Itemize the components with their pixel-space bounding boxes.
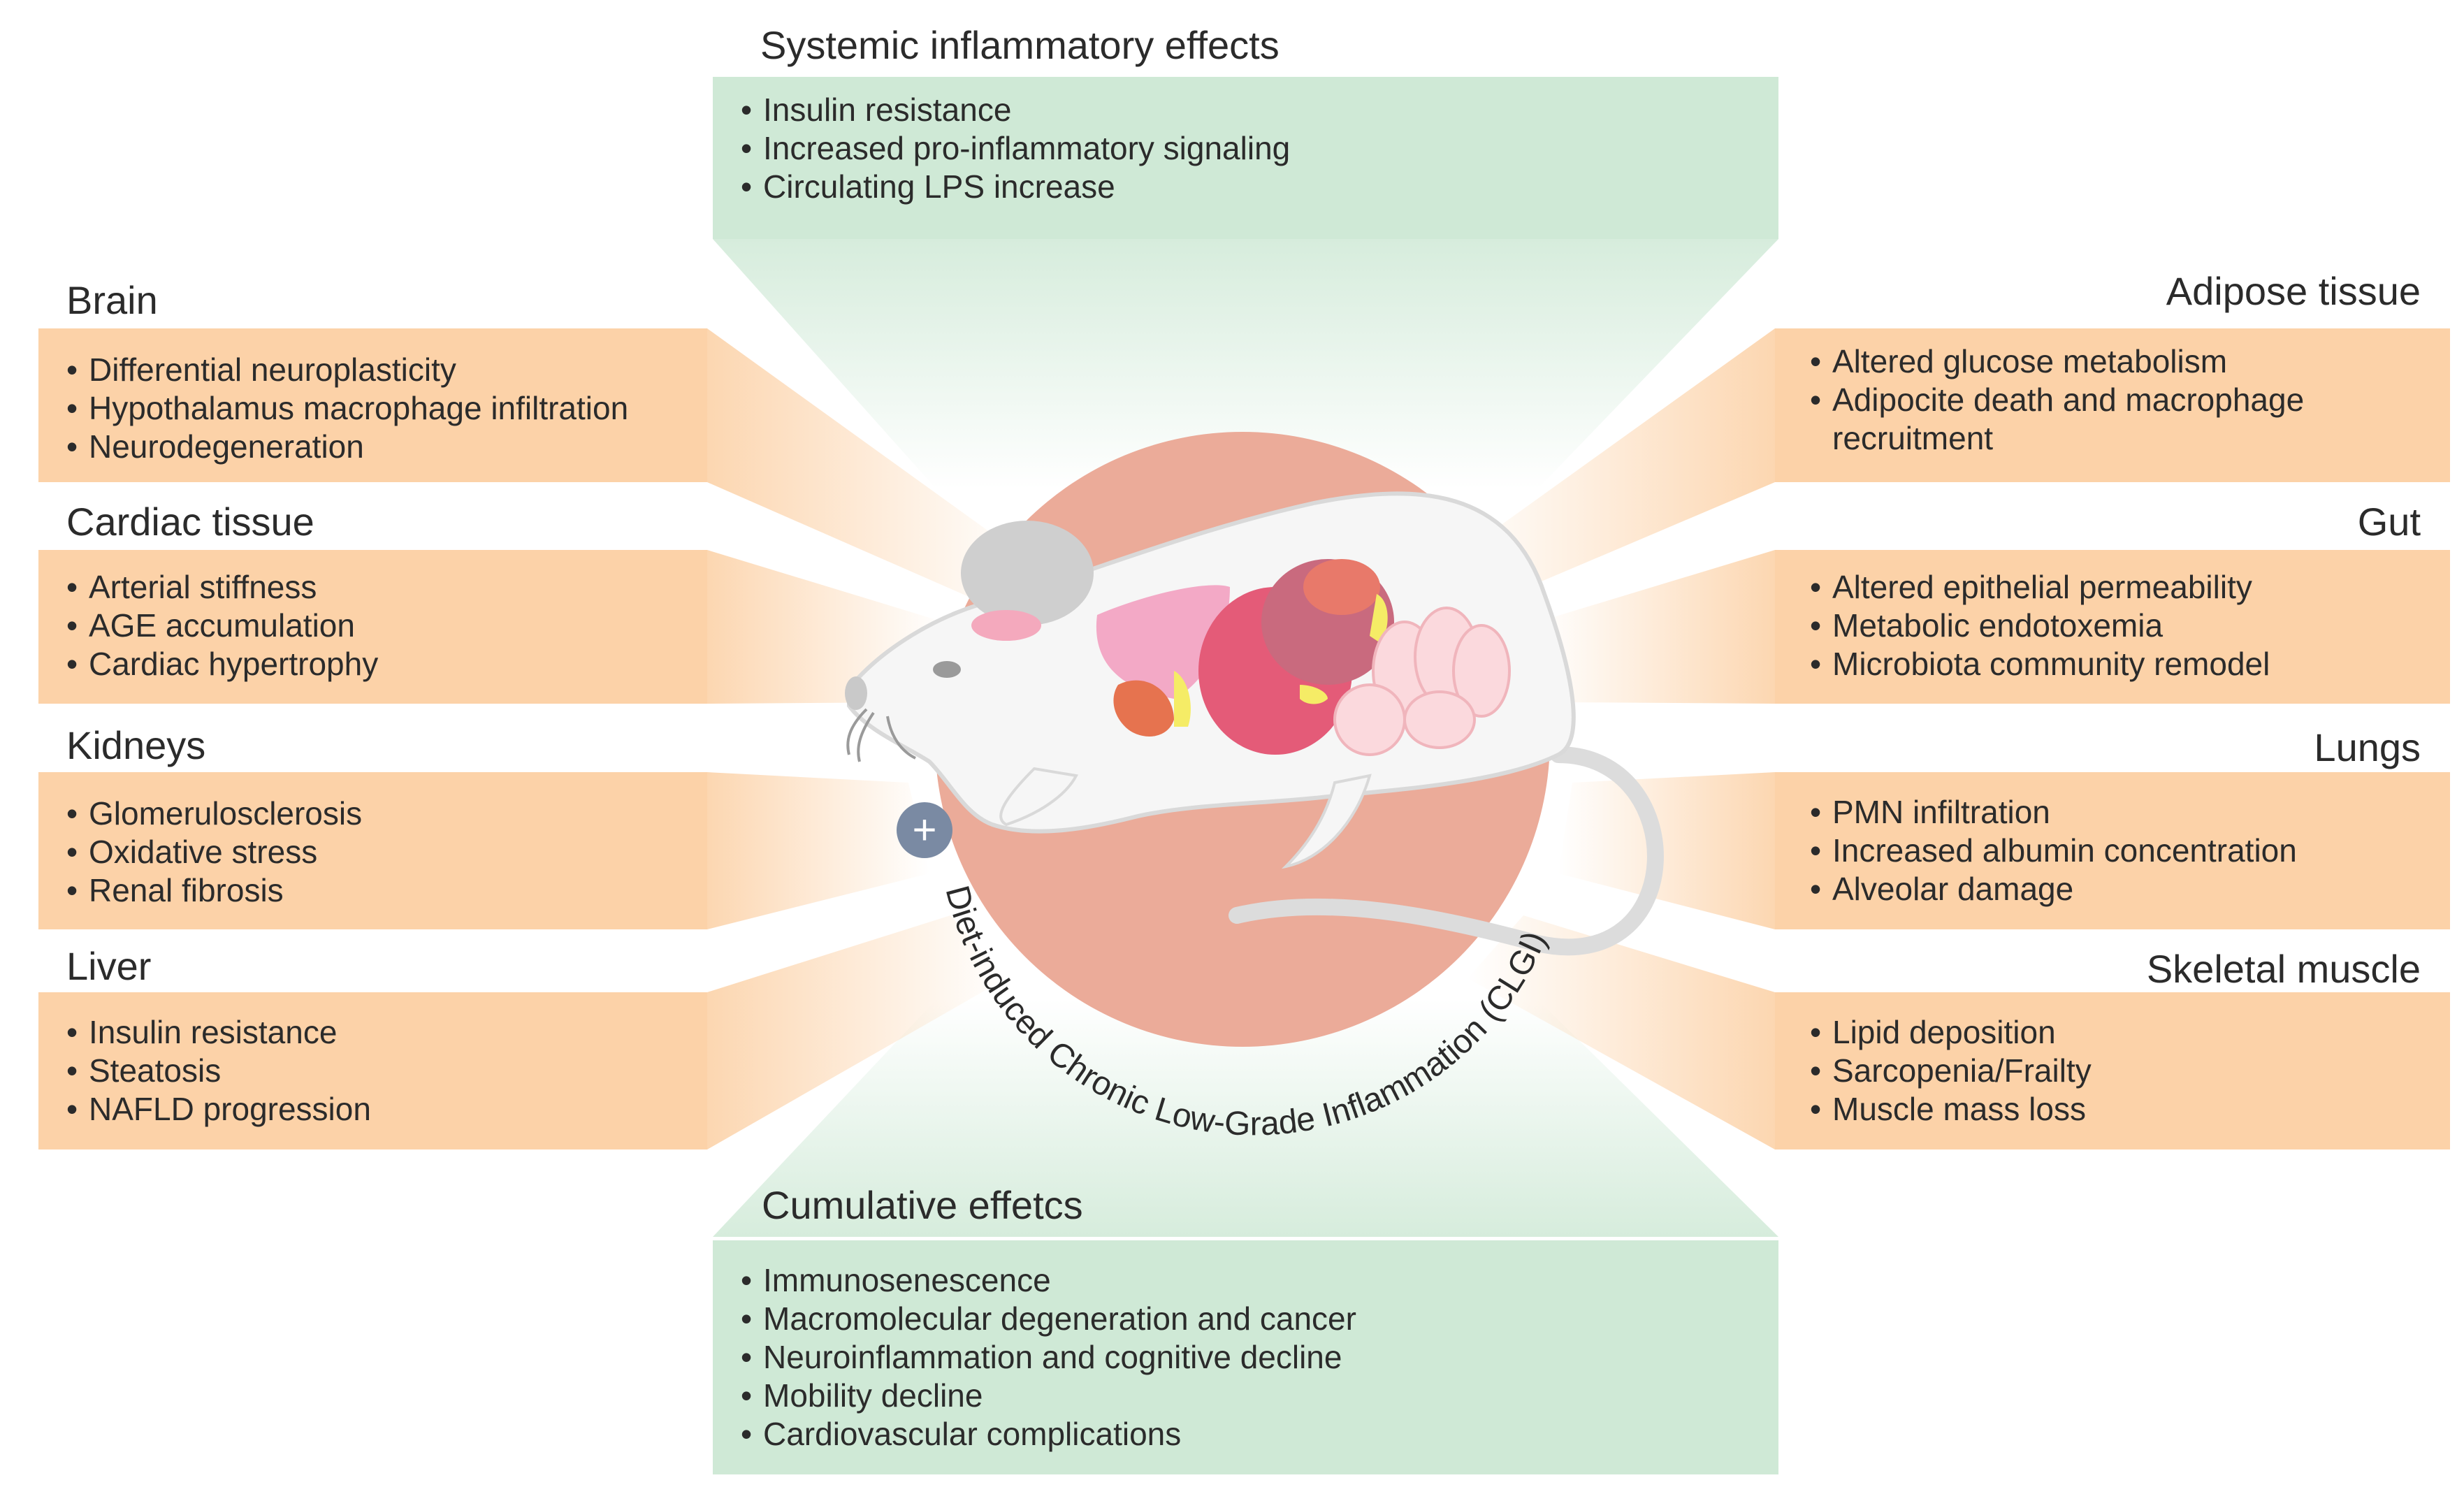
organ-intestines bbox=[1333, 607, 1511, 756]
lungs-item: PMN infiltration bbox=[1810, 793, 2415, 832]
brain-item: Differential neuroplasticity bbox=[66, 351, 679, 389]
brain-item: Hypothalamus macrophage infiltration bbox=[66, 389, 679, 428]
organ-kidney bbox=[1113, 680, 1174, 737]
liver-box: Insulin resistance Steatosis NAFLD progr… bbox=[38, 992, 707, 1149]
cumulative-item: Macromolecular degeneration and cancer bbox=[741, 1300, 1751, 1338]
ray-kidneys bbox=[707, 772, 929, 929]
adipose-item: Adipocite death and macrophage recruitme… bbox=[1810, 381, 2377, 458]
mouse-front-leg bbox=[999, 767, 1079, 827]
mouse-eye bbox=[933, 661, 961, 678]
cumulative-item: Neuroinflammation and cognitive decline bbox=[741, 1338, 1751, 1377]
organ-fat-1 bbox=[1174, 671, 1191, 727]
skeletal-title: Skeletal muscle bbox=[2146, 947, 2421, 991]
kidneys-item: Glomerulosclerosis bbox=[66, 795, 679, 833]
ray-lungs bbox=[1558, 772, 1775, 929]
lungs-box: PMN infiltration Increased albumin conce… bbox=[1775, 772, 2450, 929]
mouse-ear bbox=[961, 521, 1094, 625]
ray-cumulative bbox=[713, 999, 1778, 1237]
organ-fat-2 bbox=[1300, 685, 1328, 704]
gut-item: Metabolic endotoxemia bbox=[1810, 607, 2415, 645]
gut-item: Altered epithelial permeability bbox=[1810, 568, 2415, 607]
kidneys-box: Glomerulosclerosis Oxidative stress Rena… bbox=[38, 772, 707, 929]
mouse-inner-ear bbox=[971, 610, 1041, 641]
systemic-title: Systemic inflammatory effects bbox=[760, 23, 1280, 67]
cumulative-title: Cumulative effetcs bbox=[762, 1183, 1083, 1227]
kidneys-item: Oxidative stress bbox=[66, 833, 679, 871]
gut-title: Gut bbox=[2357, 500, 2421, 544]
mouse-nose bbox=[845, 676, 867, 710]
kidneys-item: Renal fibrosis bbox=[66, 871, 679, 910]
ray-liver bbox=[707, 915, 1006, 1149]
cardiac-item: Cardiac hypertrophy bbox=[66, 645, 679, 683]
cardiac-title: Cardiac tissue bbox=[66, 500, 314, 544]
skeletal-item: Lipid deposition bbox=[1810, 1013, 2415, 1052]
mouse-tail bbox=[1229, 746, 1664, 956]
cardiac-item: AGE accumulation bbox=[66, 607, 679, 645]
ray-adipose bbox=[1454, 328, 1775, 601]
cardiac-box: Arterial stiffness AGE accumulation Card… bbox=[38, 550, 707, 704]
cumulative-item: Cardiovascular complications bbox=[741, 1415, 1751, 1453]
ray-brain bbox=[707, 328, 1027, 601]
liver-title: Liver bbox=[66, 944, 152, 988]
adipose-title: Adipose tissue bbox=[2166, 269, 2421, 313]
cardiac-item: Arterial stiffness bbox=[66, 568, 679, 607]
gut-box: Altered epithelial permeability Metaboli… bbox=[1775, 550, 2450, 704]
skeletal-box: Lipid deposition Sarcopenia/Frailty Musc… bbox=[1775, 992, 2450, 1149]
brain-title: Brain bbox=[66, 278, 158, 322]
cumulative-box: Immunosenescence Macromolecular degenera… bbox=[713, 1240, 1778, 1474]
brain-item: Neurodegeneration bbox=[66, 428, 679, 466]
systemic-box: Insulin resistance Increased pro-inflamm… bbox=[713, 77, 1778, 239]
ray-skeletal bbox=[1467, 915, 1775, 1149]
skeletal-item: Muscle mass loss bbox=[1810, 1090, 2415, 1129]
mouse-hind-leg bbox=[1281, 774, 1372, 869]
gut-item: Microbiota community remodel bbox=[1810, 645, 2415, 683]
lungs-item: Alveolar damage bbox=[1810, 870, 2415, 908]
organ-lungs bbox=[1096, 585, 1230, 699]
systemic-item: Insulin resistance bbox=[741, 91, 1751, 129]
mouse-whiskers bbox=[846, 708, 916, 762]
ray-gut bbox=[1537, 550, 1775, 704]
ray-systemic bbox=[713, 239, 1778, 489]
cumulative-item: Immunosenescence bbox=[741, 1261, 1751, 1300]
expand-plus-button[interactable]: + bbox=[897, 802, 952, 858]
organ-stomach bbox=[1303, 559, 1380, 615]
liver-item: NAFLD progression bbox=[66, 1090, 679, 1129]
brain-box: Differential neuroplasticity Hypothalamu… bbox=[38, 328, 707, 482]
skeletal-item: Sarcopenia/Frailty bbox=[1810, 1052, 2415, 1090]
adipose-item: Altered glucose metabolism bbox=[1810, 342, 2415, 381]
kidneys-title: Kidneys bbox=[66, 723, 206, 767]
cumulative-item: Mobility decline bbox=[741, 1377, 1751, 1415]
lungs-item: Increased albumin concentration bbox=[1810, 832, 2415, 870]
liver-item: Insulin resistance bbox=[66, 1013, 679, 1052]
systemic-item: Increased pro-inflammatory signaling bbox=[741, 129, 1751, 168]
systemic-item: Circulating LPS increase bbox=[741, 168, 1751, 206]
liver-item: Steatosis bbox=[66, 1052, 679, 1090]
organ-fat-3 bbox=[1370, 594, 1388, 643]
adipose-box: Altered glucose metabolism Adipocite dea… bbox=[1775, 328, 2450, 482]
lungs-title: Lungs bbox=[2314, 725, 2421, 769]
